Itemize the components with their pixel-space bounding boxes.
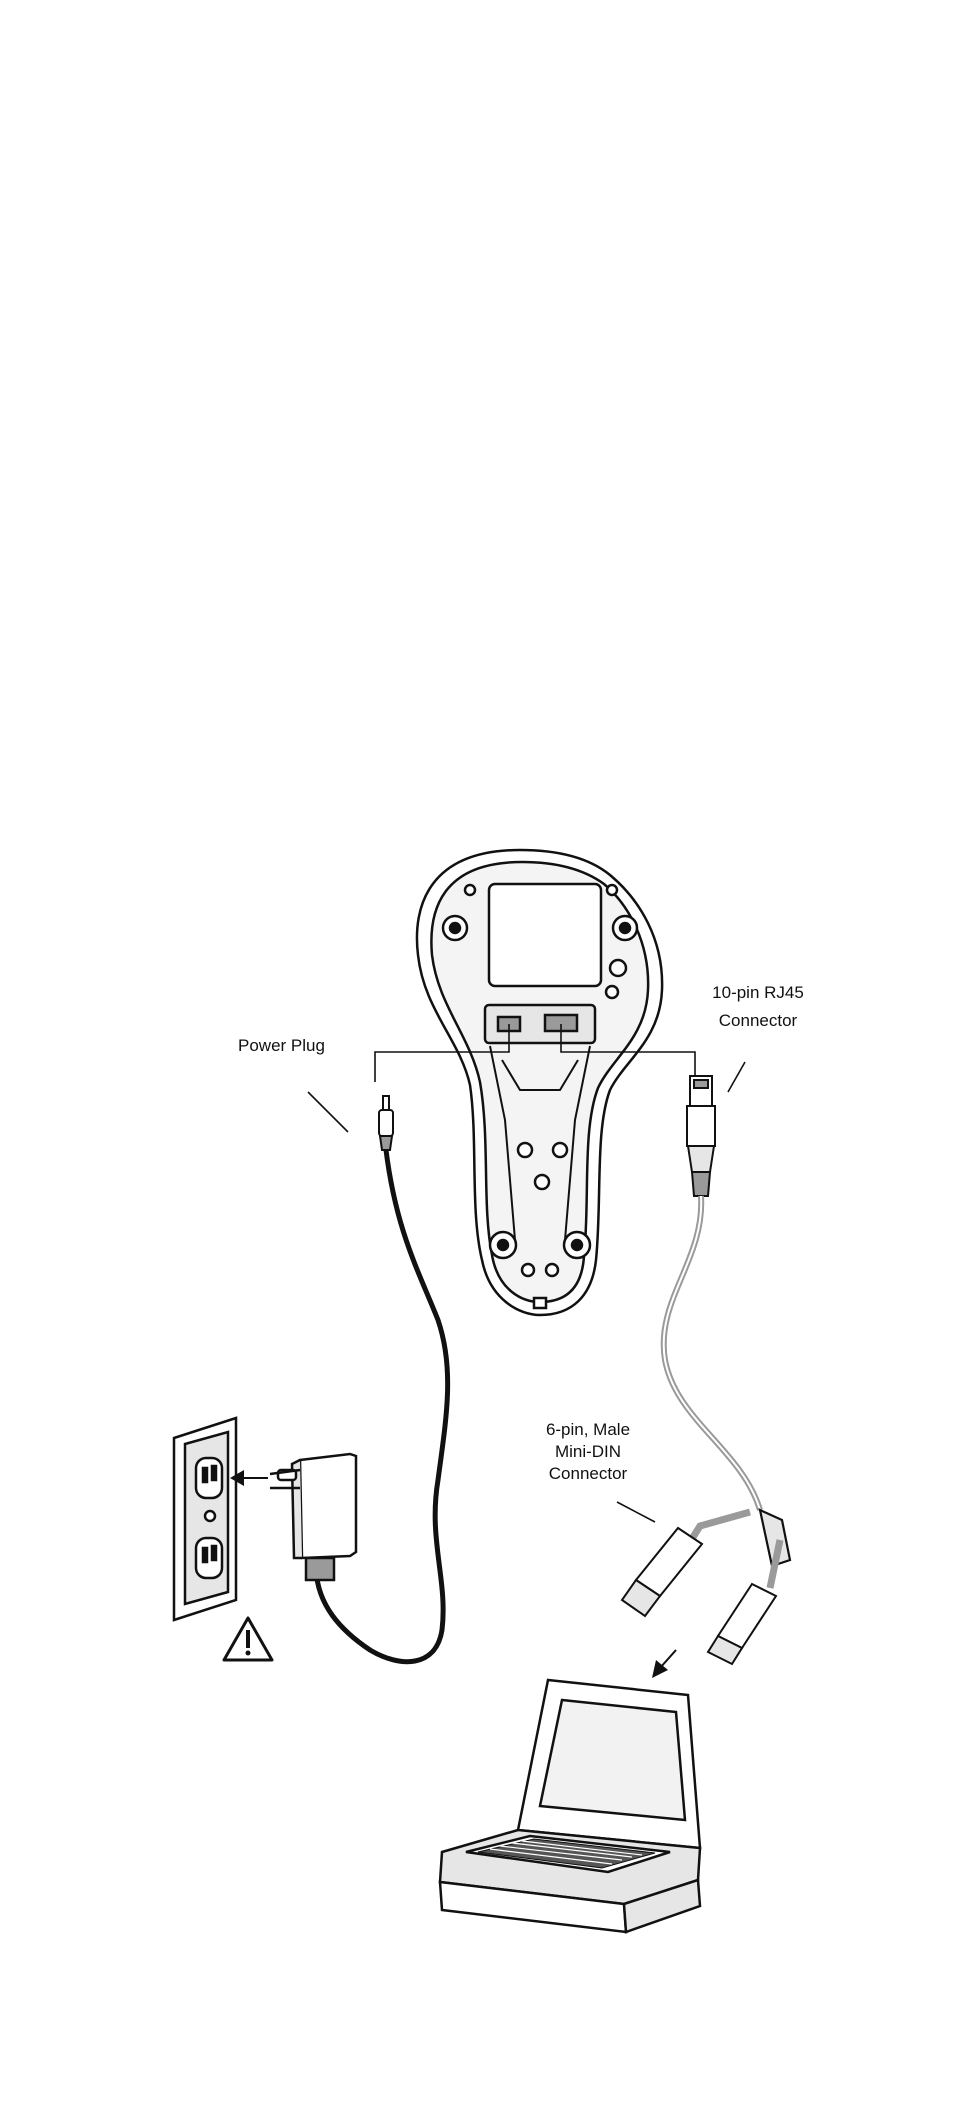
power-plug-label: Power Plug xyxy=(238,1036,325,1055)
warning-triangle-icon xyxy=(222,1616,274,1662)
power-plug xyxy=(378,1095,394,1151)
wall-outlet xyxy=(172,1416,238,1622)
aux-connector xyxy=(706,1582,778,1666)
mini-din-label-line2: Mini-DIN xyxy=(555,1442,621,1461)
charging-cradle xyxy=(415,848,664,1317)
connect-arrow xyxy=(652,1649,677,1678)
laptop-computer xyxy=(438,1678,702,1934)
rj45-label-line1: 10-pin RJ45 xyxy=(712,983,804,1002)
leader-lines xyxy=(307,1024,746,1523)
ac-adapter xyxy=(269,1452,358,1582)
plug-in-arrow xyxy=(230,1470,268,1486)
mini-din-label-line1: 6-pin, Male xyxy=(546,1420,630,1439)
rj45-connector xyxy=(686,1075,716,1197)
power-cord xyxy=(313,1149,451,1665)
data-cable xyxy=(660,1195,763,1511)
mini-din-connector xyxy=(620,1526,704,1618)
y-splitter xyxy=(687,1508,792,1589)
mini-din-label-line3: Connector xyxy=(549,1464,628,1483)
rj45-label-line2: Connector xyxy=(719,1011,798,1030)
laptop-keyboard-keys xyxy=(477,1838,656,1869)
